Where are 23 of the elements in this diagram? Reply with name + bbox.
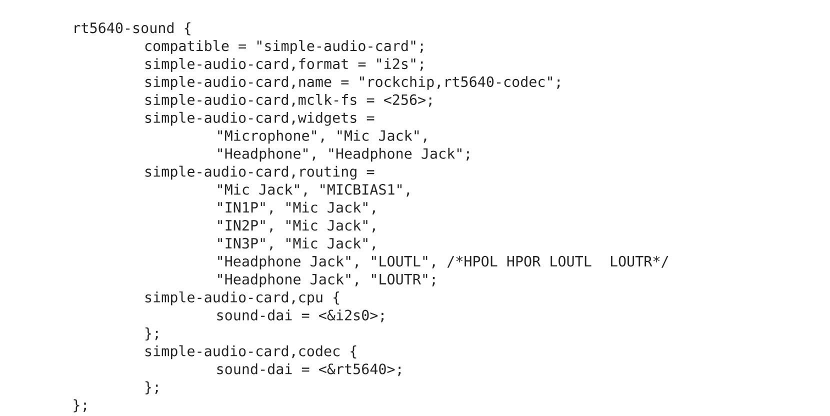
code-line: "IN2P", "Mic Jack", bbox=[218, 220, 375, 232]
code-line: }; bbox=[146, 327, 158, 341]
code-line: "Headphone Jack", "LOUTR"; bbox=[218, 274, 435, 288]
code-line: simple-audio-card,format = "i2s"; bbox=[145, 58, 423, 72]
code-line: simple-audio-card,name = "rockchip,rt5640-codec"; bbox=[145, 76, 560, 90]
code-line: "IN1P", "Mic Jack", bbox=[218, 202, 375, 215]
code-line: "Headphone", "Headphone Jack"; bbox=[218, 148, 469, 162]
code-line: rt5640-sound { bbox=[74, 22, 190, 36]
code-line: }; bbox=[74, 399, 86, 412]
code-line: sound-dai = <&i2s0>; bbox=[217, 309, 384, 322]
code-line: "Microphone", "Mic Jack", bbox=[218, 130, 426, 144]
code-line: "Mic Jack", "MICBIAS1", bbox=[218, 184, 410, 197]
code-line: simple-audio-card,routing = bbox=[145, 166, 374, 180]
code-line: }; bbox=[146, 381, 158, 394]
code-line: simple-audio-card,cpu { bbox=[145, 291, 340, 306]
code-line: sound-dai = <&rt5640>; bbox=[217, 363, 401, 376]
code-line: "IN3P", "Mic Jack", bbox=[218, 238, 375, 250]
code-line: simple-audio-card,mclk-fs = <256>; bbox=[145, 94, 432, 108]
code-comment: LOUTR*/ bbox=[610, 256, 668, 268]
code-line: simple-audio-card,widgets = bbox=[145, 112, 374, 126]
code-line: simple-audio-card,codec { bbox=[145, 345, 356, 360]
code-line: compatible = "simple-audio-card"; bbox=[145, 40, 423, 54]
code-line: "Headphone Jack", "LOUTL", /*HPOL HPOR LOUTL bbox=[218, 256, 592, 270]
